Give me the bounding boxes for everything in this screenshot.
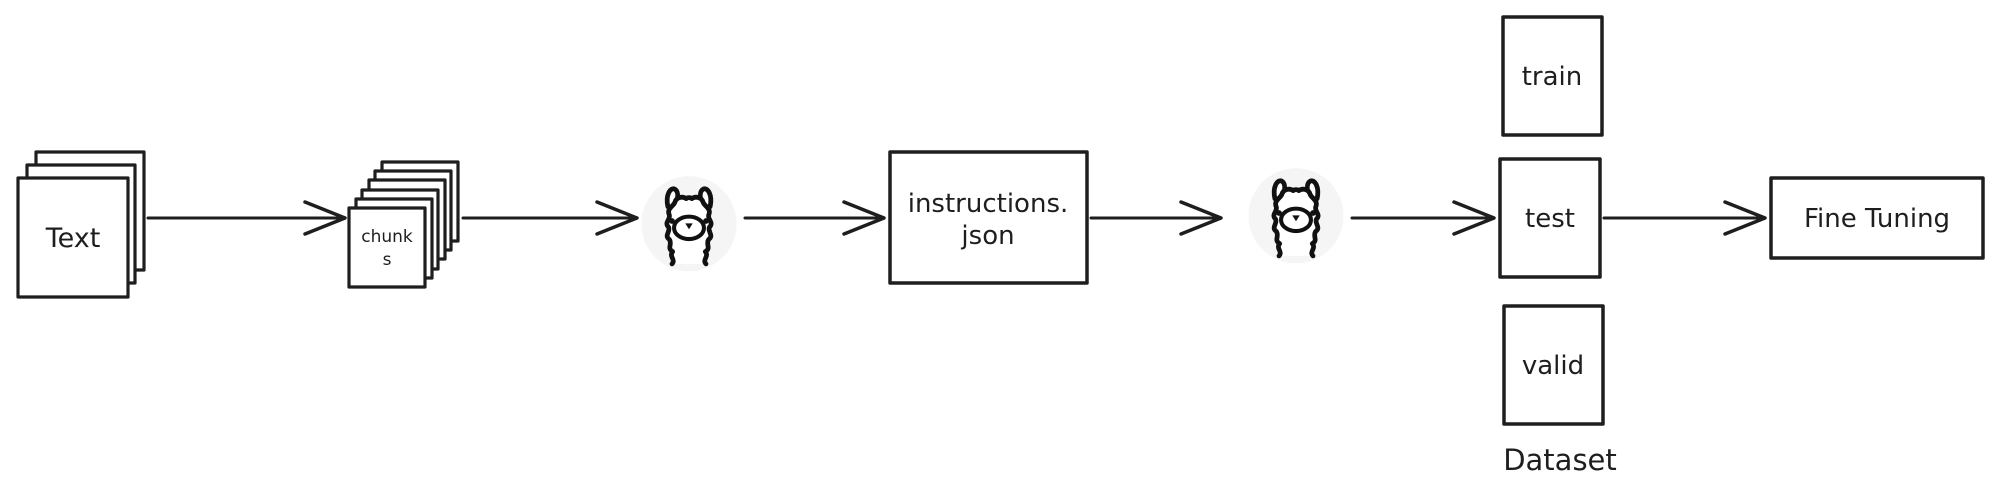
chunks-label-line2: s bbox=[383, 250, 392, 270]
train-label: train bbox=[1522, 62, 1583, 92]
fine-tuning-box bbox=[1769, 176, 1985, 260]
arrow-test-to-finetuning bbox=[1602, 200, 1767, 236]
arrow-chunks-to-llama bbox=[461, 200, 639, 236]
text-stack-label: Text bbox=[45, 223, 101, 254]
fine-tuning-label: Fine Tuning bbox=[1804, 204, 1950, 234]
node-text-stack: Text bbox=[16, 150, 146, 299]
node-fine-tuning: Fine Tuning bbox=[1769, 176, 1985, 260]
llama-icon bbox=[1248, 168, 1343, 263]
node-chunks-stack: chunk s bbox=[347, 160, 460, 289]
node-instructions-json: instructions. json bbox=[888, 150, 1089, 285]
node-dataset-splits: train test valid Dataset bbox=[1498, 15, 1617, 477]
test-label: test bbox=[1525, 204, 1575, 234]
instructions-label-line2: json bbox=[960, 221, 1014, 251]
instructions-label-line1: instructions. bbox=[908, 189, 1069, 219]
chunks-label-line1: chunk bbox=[361, 227, 413, 247]
arrow-text-to-chunks bbox=[146, 200, 347, 236]
page-front bbox=[347, 206, 427, 289]
test-box bbox=[1498, 157, 1602, 279]
instructions-box bbox=[888, 150, 1089, 285]
valid-label: valid bbox=[1522, 351, 1584, 381]
dataset-caption: Dataset bbox=[1503, 443, 1617, 477]
train-box bbox=[1501, 15, 1604, 137]
arrow-instructions-to-llama bbox=[1089, 200, 1223, 236]
arrow-llama-to-test bbox=[1350, 200, 1496, 236]
valid-box bbox=[1502, 304, 1605, 426]
arrow-llama-to-instructions bbox=[743, 200, 886, 236]
llama-icon bbox=[641, 176, 736, 271]
page-front bbox=[16, 176, 130, 299]
